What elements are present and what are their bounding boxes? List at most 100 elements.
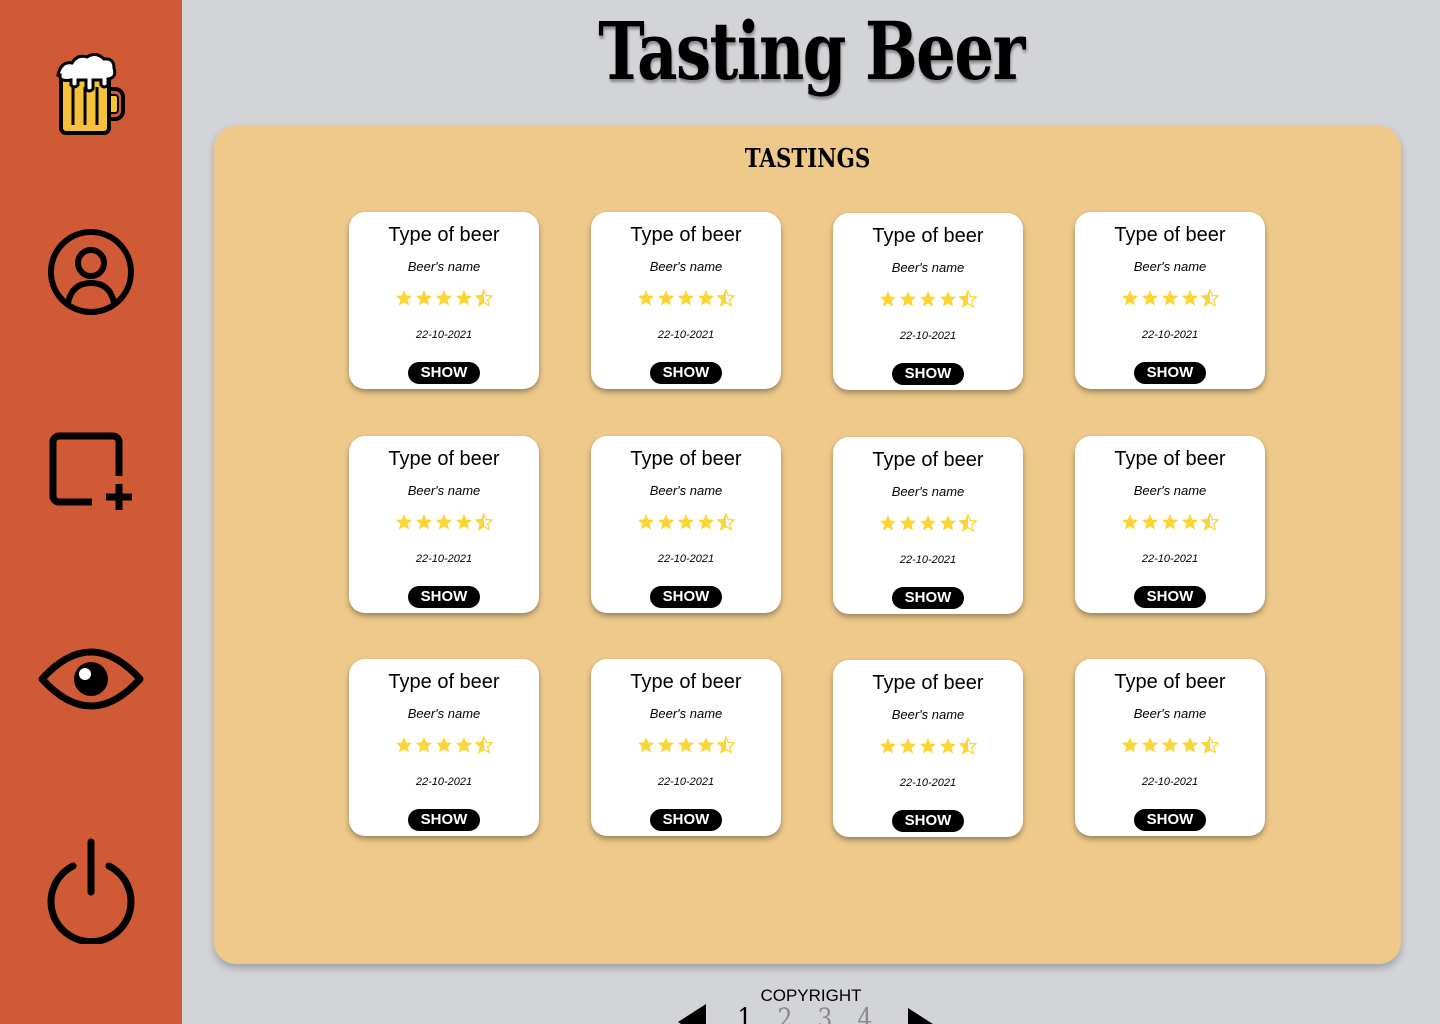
card-beer-type: Type of beer bbox=[872, 672, 984, 694]
half-star-icon bbox=[475, 736, 493, 754]
star-icon bbox=[1181, 737, 1199, 753]
star-icon bbox=[1181, 514, 1199, 530]
page-link-2[interactable]: 2 bbox=[777, 1002, 793, 1024]
show-button[interactable]: SHOW bbox=[408, 362, 480, 384]
show-button[interactable]: SHOW bbox=[408, 809, 480, 831]
user-circle-icon bbox=[48, 229, 134, 315]
beer-mug-icon bbox=[56, 53, 125, 135]
card-date: 22-10-2021 bbox=[415, 329, 473, 341]
star-icon bbox=[395, 290, 413, 306]
card-beer-name: Beer's name bbox=[407, 706, 481, 721]
star-icon bbox=[657, 290, 675, 306]
page-link-4[interactable]: 4 bbox=[857, 1002, 873, 1024]
star-icon bbox=[657, 514, 675, 530]
show-button[interactable]: SHOW bbox=[892, 587, 964, 609]
star-icon bbox=[637, 290, 655, 306]
card-beer-name: Beer's name bbox=[649, 259, 723, 274]
card-beer-name: Beer's name bbox=[649, 706, 723, 721]
star-icon bbox=[879, 738, 897, 754]
show-button[interactable]: SHOW bbox=[1134, 809, 1206, 831]
sidebar-item-view[interactable] bbox=[0, 644, 182, 714]
card-beer-name: Beer's name bbox=[1133, 259, 1207, 274]
card-beer-name: Beer's name bbox=[891, 260, 965, 275]
card-beer-type: Type of beer bbox=[630, 671, 742, 693]
half-star-icon bbox=[717, 289, 735, 307]
show-button[interactable]: SHOW bbox=[892, 363, 964, 385]
star-icon bbox=[919, 738, 937, 754]
next-page-arrow-icon[interactable] bbox=[906, 1006, 938, 1024]
star-icon bbox=[697, 514, 715, 530]
card-date: 22-10-2021 bbox=[1141, 329, 1199, 341]
card-beer-type: Type of beer bbox=[872, 225, 984, 247]
card-date: 22-10-2021 bbox=[899, 330, 957, 342]
star-icon bbox=[1121, 514, 1139, 530]
card-beer-name: Beer's name bbox=[407, 483, 481, 498]
star-icon bbox=[395, 514, 413, 530]
card-date: 22-10-2021 bbox=[899, 554, 957, 566]
sidebar-item-new-tasting[interactable] bbox=[0, 430, 182, 514]
card-date: 22-10-2021 bbox=[899, 777, 957, 789]
card-date: 22-10-2021 bbox=[657, 776, 715, 788]
card-beer-type: Type of beer bbox=[872, 449, 984, 471]
show-button[interactable]: SHOW bbox=[892, 810, 964, 832]
card-date: 22-10-2021 bbox=[1141, 776, 1199, 788]
card-date: 22-10-2021 bbox=[415, 776, 473, 788]
star-icon bbox=[919, 515, 937, 531]
add-square-icon bbox=[49, 432, 132, 510]
half-star-icon bbox=[959, 737, 977, 755]
star-icon bbox=[637, 737, 655, 753]
card-beer-name: Beer's name bbox=[891, 707, 965, 722]
app-title: Tasting Beer bbox=[598, 4, 1025, 98]
show-button[interactable]: SHOW bbox=[650, 809, 722, 831]
star-icon bbox=[899, 291, 917, 307]
card-beer-type: Type of beer bbox=[630, 224, 742, 246]
card-rating-stars bbox=[349, 289, 539, 307]
star-icon bbox=[1161, 514, 1179, 530]
card-rating-stars bbox=[591, 513, 781, 531]
show-button[interactable]: SHOW bbox=[1134, 362, 1206, 384]
page-link-3[interactable]: 3 bbox=[817, 1002, 833, 1024]
card-beer-name: Beer's name bbox=[891, 484, 965, 499]
star-icon bbox=[697, 737, 715, 753]
card-beer-type: Type of beer bbox=[388, 448, 500, 470]
eye-icon bbox=[38, 648, 144, 710]
card-date: 22-10-2021 bbox=[415, 553, 473, 565]
half-star-icon bbox=[475, 513, 493, 531]
page-link-1[interactable]: 1 bbox=[737, 1002, 753, 1024]
show-button[interactable]: SHOW bbox=[408, 586, 480, 608]
star-icon bbox=[1141, 514, 1159, 530]
card-rating-stars bbox=[1075, 736, 1265, 754]
star-icon bbox=[677, 514, 695, 530]
card-beer-type: Type of beer bbox=[1114, 224, 1226, 246]
star-icon bbox=[939, 738, 957, 754]
power-icon bbox=[47, 838, 135, 944]
card-rating-stars bbox=[833, 290, 1023, 308]
panel-title: TASTINGS bbox=[744, 144, 871, 174]
card-rating-stars bbox=[591, 736, 781, 754]
star-icon bbox=[1141, 737, 1159, 753]
star-icon bbox=[455, 737, 473, 753]
show-button[interactable]: SHOW bbox=[650, 362, 722, 384]
sidebar-item-home[interactable] bbox=[0, 52, 182, 138]
show-button[interactable]: SHOW bbox=[650, 586, 722, 608]
star-icon bbox=[435, 290, 453, 306]
card-beer-name: Beer's name bbox=[407, 259, 481, 274]
star-icon bbox=[1161, 290, 1179, 306]
show-button[interactable]: SHOW bbox=[1134, 586, 1206, 608]
sidebar-item-profile[interactable] bbox=[0, 228, 182, 316]
star-icon bbox=[677, 290, 695, 306]
star-icon bbox=[899, 738, 917, 754]
star-icon bbox=[415, 737, 433, 753]
prev-page-arrow-icon[interactable] bbox=[676, 1002, 708, 1024]
sidebar-item-logout[interactable] bbox=[0, 834, 182, 946]
star-icon bbox=[455, 514, 473, 530]
